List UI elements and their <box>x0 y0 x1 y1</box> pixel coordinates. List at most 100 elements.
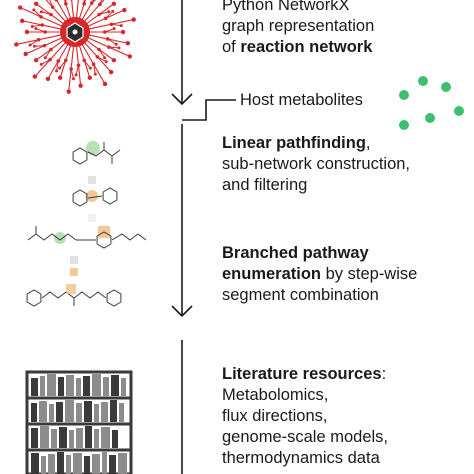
book-spine <box>112 430 118 448</box>
network-node <box>57 75 63 80</box>
text-run: and filtering <box>222 176 308 194</box>
pathway-box <box>70 268 78 276</box>
network-node <box>69 67 73 71</box>
network-node <box>111 58 117 63</box>
network-node <box>54 0 59 2</box>
bond-chain <box>87 195 103 199</box>
book-spine <box>84 456 90 474</box>
network-node <box>122 7 127 13</box>
book-spine <box>101 427 110 448</box>
step-networkx-label: Python NetworkX graph representation of re… <box>222 0 374 58</box>
book-spine <box>56 402 63 422</box>
benzene-ring <box>102 187 118 205</box>
host-metabolites-label: Host metabolites <box>240 91 363 109</box>
arrow-head-icon <box>171 305 193 318</box>
text-run: : <box>381 365 387 383</box>
book-spine <box>111 375 119 396</box>
network-node <box>117 46 121 50</box>
metabolite-dots-icon <box>399 76 464 130</box>
network-node <box>103 56 107 60</box>
text-line: sub-network construction, <box>222 154 410 175</box>
network-node <box>98 2 102 7</box>
text-run: flux directions, <box>222 407 328 425</box>
book-spine <box>31 403 37 422</box>
network-node <box>66 89 71 94</box>
network-node <box>76 63 81 68</box>
network-node <box>72 77 76 81</box>
network-node <box>55 69 59 73</box>
network-node <box>43 30 48 34</box>
network-edge <box>55 0 69 21</box>
bond-chain <box>27 233 77 241</box>
network-node <box>91 62 96 67</box>
book-spine <box>92 374 101 396</box>
network-node <box>102 30 107 34</box>
book-spine <box>31 453 39 474</box>
pathway-box <box>88 214 96 222</box>
book-spine <box>31 378 38 396</box>
text-line: flux directions, <box>222 406 388 427</box>
network-node <box>107 45 111 49</box>
network-node <box>109 22 114 27</box>
bond-chain <box>111 233 147 241</box>
book-spine <box>57 452 64 474</box>
network-node <box>39 10 43 14</box>
book-spine <box>69 430 74 448</box>
bold-run: Literature resources <box>222 365 382 383</box>
book-spine <box>31 428 38 448</box>
book-spine <box>41 456 46 474</box>
text-run: graph representation <box>222 17 375 35</box>
network-node <box>43 56 47 60</box>
network-node <box>17 5 23 10</box>
bold-run: reaction network <box>240 38 373 56</box>
host-connector-line <box>182 99 236 121</box>
bookshelf-icon <box>25 370 133 474</box>
network-edge <box>45 0 67 22</box>
book-spine <box>110 400 117 422</box>
bold-run: enumeration <box>222 265 322 283</box>
text-line: Python NetworkX <box>222 0 374 16</box>
network-node <box>49 12 53 17</box>
network-node <box>89 1 94 5</box>
metabolite-dot <box>418 76 428 86</box>
bold-run: Branched pathway <box>222 244 369 262</box>
book-spine <box>40 426 49 448</box>
network-node <box>87 75 93 80</box>
network-node <box>58 66 62 70</box>
network-node <box>32 74 38 79</box>
book-spine <box>58 377 64 396</box>
network-node <box>82 58 86 63</box>
book-spine <box>83 376 90 396</box>
network-node <box>24 29 30 35</box>
text-line: genome-scale models, <box>222 427 388 448</box>
book-spine <box>85 426 92 448</box>
network-node <box>32 8 36 12</box>
text-run: Python NetworkX <box>222 0 350 14</box>
network-node <box>107 10 111 14</box>
network-node <box>32 44 36 48</box>
book-spine <box>92 454 100 474</box>
book-spine <box>121 378 126 396</box>
network-node <box>97 47 101 52</box>
book-spine <box>94 404 99 422</box>
book-spine <box>47 374 56 396</box>
network-node <box>64 58 68 63</box>
highlight-orange <box>86 190 98 202</box>
network-node <box>102 81 108 87</box>
text-line: of reaction network <box>222 37 374 58</box>
network-node <box>70 0 73 1</box>
network-node <box>45 76 51 81</box>
book-spine <box>84 401 92 422</box>
chemical-structure-icon <box>26 141 147 307</box>
book-spine <box>49 404 54 422</box>
text-line: Literature resources: <box>222 364 388 385</box>
network-node <box>39 62 43 66</box>
book-spine <box>118 453 127 474</box>
book-spine <box>109 455 116 474</box>
bold-run: Linear pathfinding <box>222 134 366 152</box>
arrow-head-icon <box>171 93 193 106</box>
text-line: and filtering <box>222 175 410 196</box>
book-spine <box>76 378 81 396</box>
